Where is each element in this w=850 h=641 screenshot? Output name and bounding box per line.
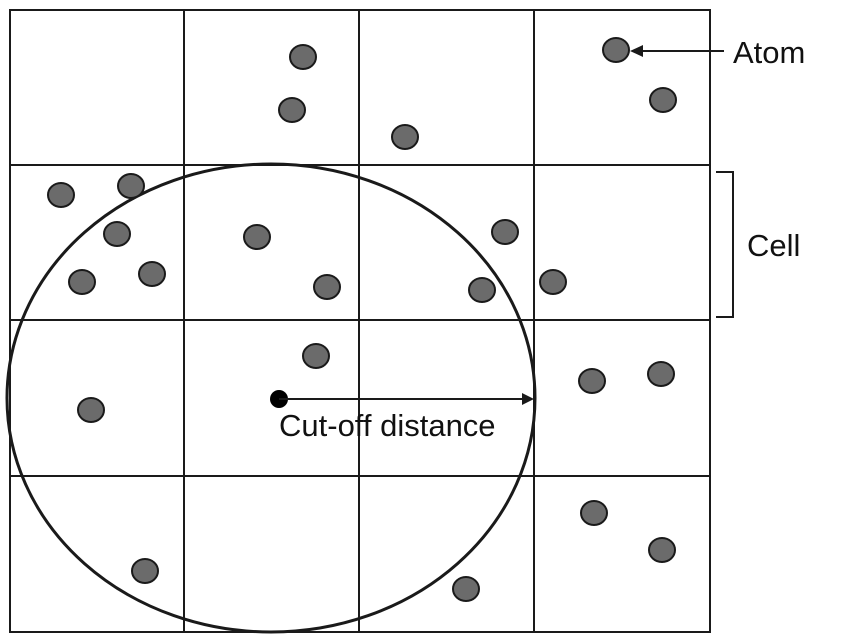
atom	[302, 343, 330, 369]
atom	[138, 261, 166, 287]
atom	[602, 37, 630, 63]
cutoff-arrow	[279, 393, 534, 405]
atom	[391, 124, 419, 150]
cutoff-arrowhead	[522, 393, 534, 405]
atom	[77, 397, 105, 423]
atom-label: Atom	[733, 35, 805, 70]
atom	[578, 368, 606, 394]
atom	[68, 269, 96, 295]
cutoff-circle	[5, 162, 537, 634]
atom	[648, 537, 676, 563]
atom	[539, 269, 567, 295]
atom	[131, 558, 159, 584]
atom	[103, 221, 131, 247]
atom	[491, 219, 519, 245]
atom	[47, 182, 75, 208]
atom	[289, 44, 317, 70]
atom	[452, 576, 480, 602]
atom	[580, 500, 608, 526]
atom-arrow	[630, 45, 724, 57]
atoms	[47, 37, 677, 602]
atom-arrowhead	[630, 45, 643, 57]
atom	[468, 277, 496, 303]
cell-bracket	[716, 171, 734, 318]
atom	[117, 173, 145, 199]
cell-grid	[9, 9, 711, 633]
cell-label: Cell	[747, 228, 800, 263]
cutoff-label: Cut-off distance	[279, 408, 496, 443]
atom	[243, 224, 271, 250]
atom	[278, 97, 306, 123]
atom	[649, 87, 677, 113]
atom	[647, 361, 675, 387]
atom	[313, 274, 341, 300]
